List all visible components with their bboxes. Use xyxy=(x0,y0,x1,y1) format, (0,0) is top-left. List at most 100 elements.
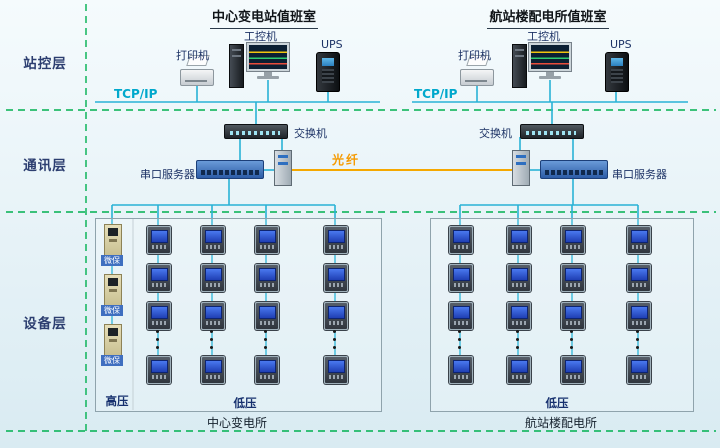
protection-button xyxy=(109,289,117,292)
meter-screen xyxy=(204,360,222,373)
meter-buttons xyxy=(152,283,166,287)
meter-screen xyxy=(630,360,648,373)
printer-body xyxy=(180,69,214,86)
micro-protection-label: 微保 xyxy=(101,305,123,316)
ellipsis-dots-icon xyxy=(458,330,461,349)
power-meter-icon xyxy=(255,302,279,330)
meter-buttons xyxy=(206,283,220,287)
power-meter-icon xyxy=(561,264,585,292)
power-meter-icon xyxy=(201,302,225,330)
power-meter-icon xyxy=(147,264,171,292)
meter-buttons xyxy=(632,283,646,287)
power-meter-icon xyxy=(627,226,651,254)
power-meter-icon xyxy=(561,302,585,330)
meter-screen xyxy=(258,268,276,281)
micro-protection-device-icon xyxy=(104,324,122,356)
meter-screen xyxy=(327,268,345,281)
meter-screen xyxy=(150,268,168,281)
right-room-title-text: 航站楼配电所值班室 xyxy=(487,6,609,29)
power-meter-icon xyxy=(449,226,473,254)
protection-button xyxy=(109,239,117,242)
micro-protection-label: 微保 xyxy=(101,255,123,266)
power-meter-icon xyxy=(627,264,651,292)
ups-display xyxy=(322,58,334,66)
meter-screen xyxy=(510,230,528,243)
power-meter-icon xyxy=(627,302,651,330)
meter-buttons xyxy=(206,375,220,379)
pc-tower-icon xyxy=(229,44,244,88)
meter-screen xyxy=(204,306,222,319)
ellipsis-dots-icon xyxy=(264,330,267,349)
protection-screen xyxy=(108,278,118,286)
power-meter-icon xyxy=(255,226,279,254)
meter-screen xyxy=(327,360,345,373)
meter-buttons xyxy=(329,283,343,287)
power-meter-icon xyxy=(147,226,171,254)
serial-ports xyxy=(545,170,603,175)
left-tcpip-label: TCP/IP xyxy=(114,87,158,101)
meter-screen xyxy=(258,230,276,243)
right-printer-label: 打印机 xyxy=(458,49,491,62)
right-switch-label: 交换机 xyxy=(479,127,512,140)
left-box-caption: 中心变电所 xyxy=(206,416,267,430)
power-meter-icon xyxy=(627,356,651,384)
meter-screen xyxy=(150,360,168,373)
power-meter-icon xyxy=(201,264,225,292)
meter-buttons xyxy=(152,321,166,325)
monitor-screen xyxy=(531,45,569,69)
pc-monitor-icon xyxy=(246,42,290,79)
power-meter-icon xyxy=(255,264,279,292)
meter-buttons xyxy=(454,321,468,325)
high-voltage-label: 高压 xyxy=(105,394,129,408)
meter-screen xyxy=(452,268,470,281)
ups-vents xyxy=(322,69,334,83)
meter-buttons xyxy=(566,375,580,379)
left-serial-server-label: 串口服务器 xyxy=(140,168,195,181)
meter-buttons xyxy=(260,321,274,325)
power-meter-icon xyxy=(255,356,279,384)
printer-slot xyxy=(185,80,207,82)
power-meter-icon xyxy=(324,264,348,292)
switch-ports xyxy=(230,131,280,135)
meter-screen xyxy=(327,306,345,319)
power-meter-icon xyxy=(324,226,348,254)
printer-body xyxy=(460,69,494,86)
meter-screen xyxy=(327,230,345,243)
power-meter-icon xyxy=(324,356,348,384)
monitor-frame xyxy=(246,42,290,72)
meter-buttons xyxy=(512,245,526,249)
meter-buttons xyxy=(454,283,468,287)
network-switch-icon xyxy=(520,124,584,139)
meter-buttons xyxy=(512,375,526,379)
right-tcpip-label: TCP/IP xyxy=(414,87,458,101)
meter-buttons xyxy=(329,375,343,379)
monitor-stand xyxy=(546,72,554,76)
ellipsis-dots-icon xyxy=(333,330,336,349)
protection-screen xyxy=(108,328,118,336)
left-room-title: 中心变电站值班室 xyxy=(196,6,332,29)
meter-buttons xyxy=(206,245,220,249)
meter-screen xyxy=(630,230,648,243)
network-switch-icon xyxy=(224,124,288,139)
fiber-label: 光纤 xyxy=(332,153,361,167)
right-workstation-label: 工控机 xyxy=(527,30,560,43)
meter-buttons xyxy=(260,245,274,249)
meter-buttons xyxy=(566,321,580,325)
switch-ports xyxy=(526,131,576,135)
meter-buttons xyxy=(566,283,580,287)
meter-screen xyxy=(204,268,222,281)
power-meter-icon xyxy=(201,226,225,254)
power-meter-icon xyxy=(201,356,225,384)
meter-screen xyxy=(150,230,168,243)
micro-protection-device-icon xyxy=(104,224,122,256)
power-meter-icon xyxy=(449,356,473,384)
meter-buttons xyxy=(454,245,468,249)
meter-screen xyxy=(452,230,470,243)
fiber-converter-icon xyxy=(512,150,530,186)
meter-buttons xyxy=(329,245,343,249)
ellipsis-dots-icon xyxy=(516,330,519,349)
meter-screen xyxy=(452,306,470,319)
ups-icon xyxy=(316,52,340,92)
protection-button xyxy=(109,339,117,342)
